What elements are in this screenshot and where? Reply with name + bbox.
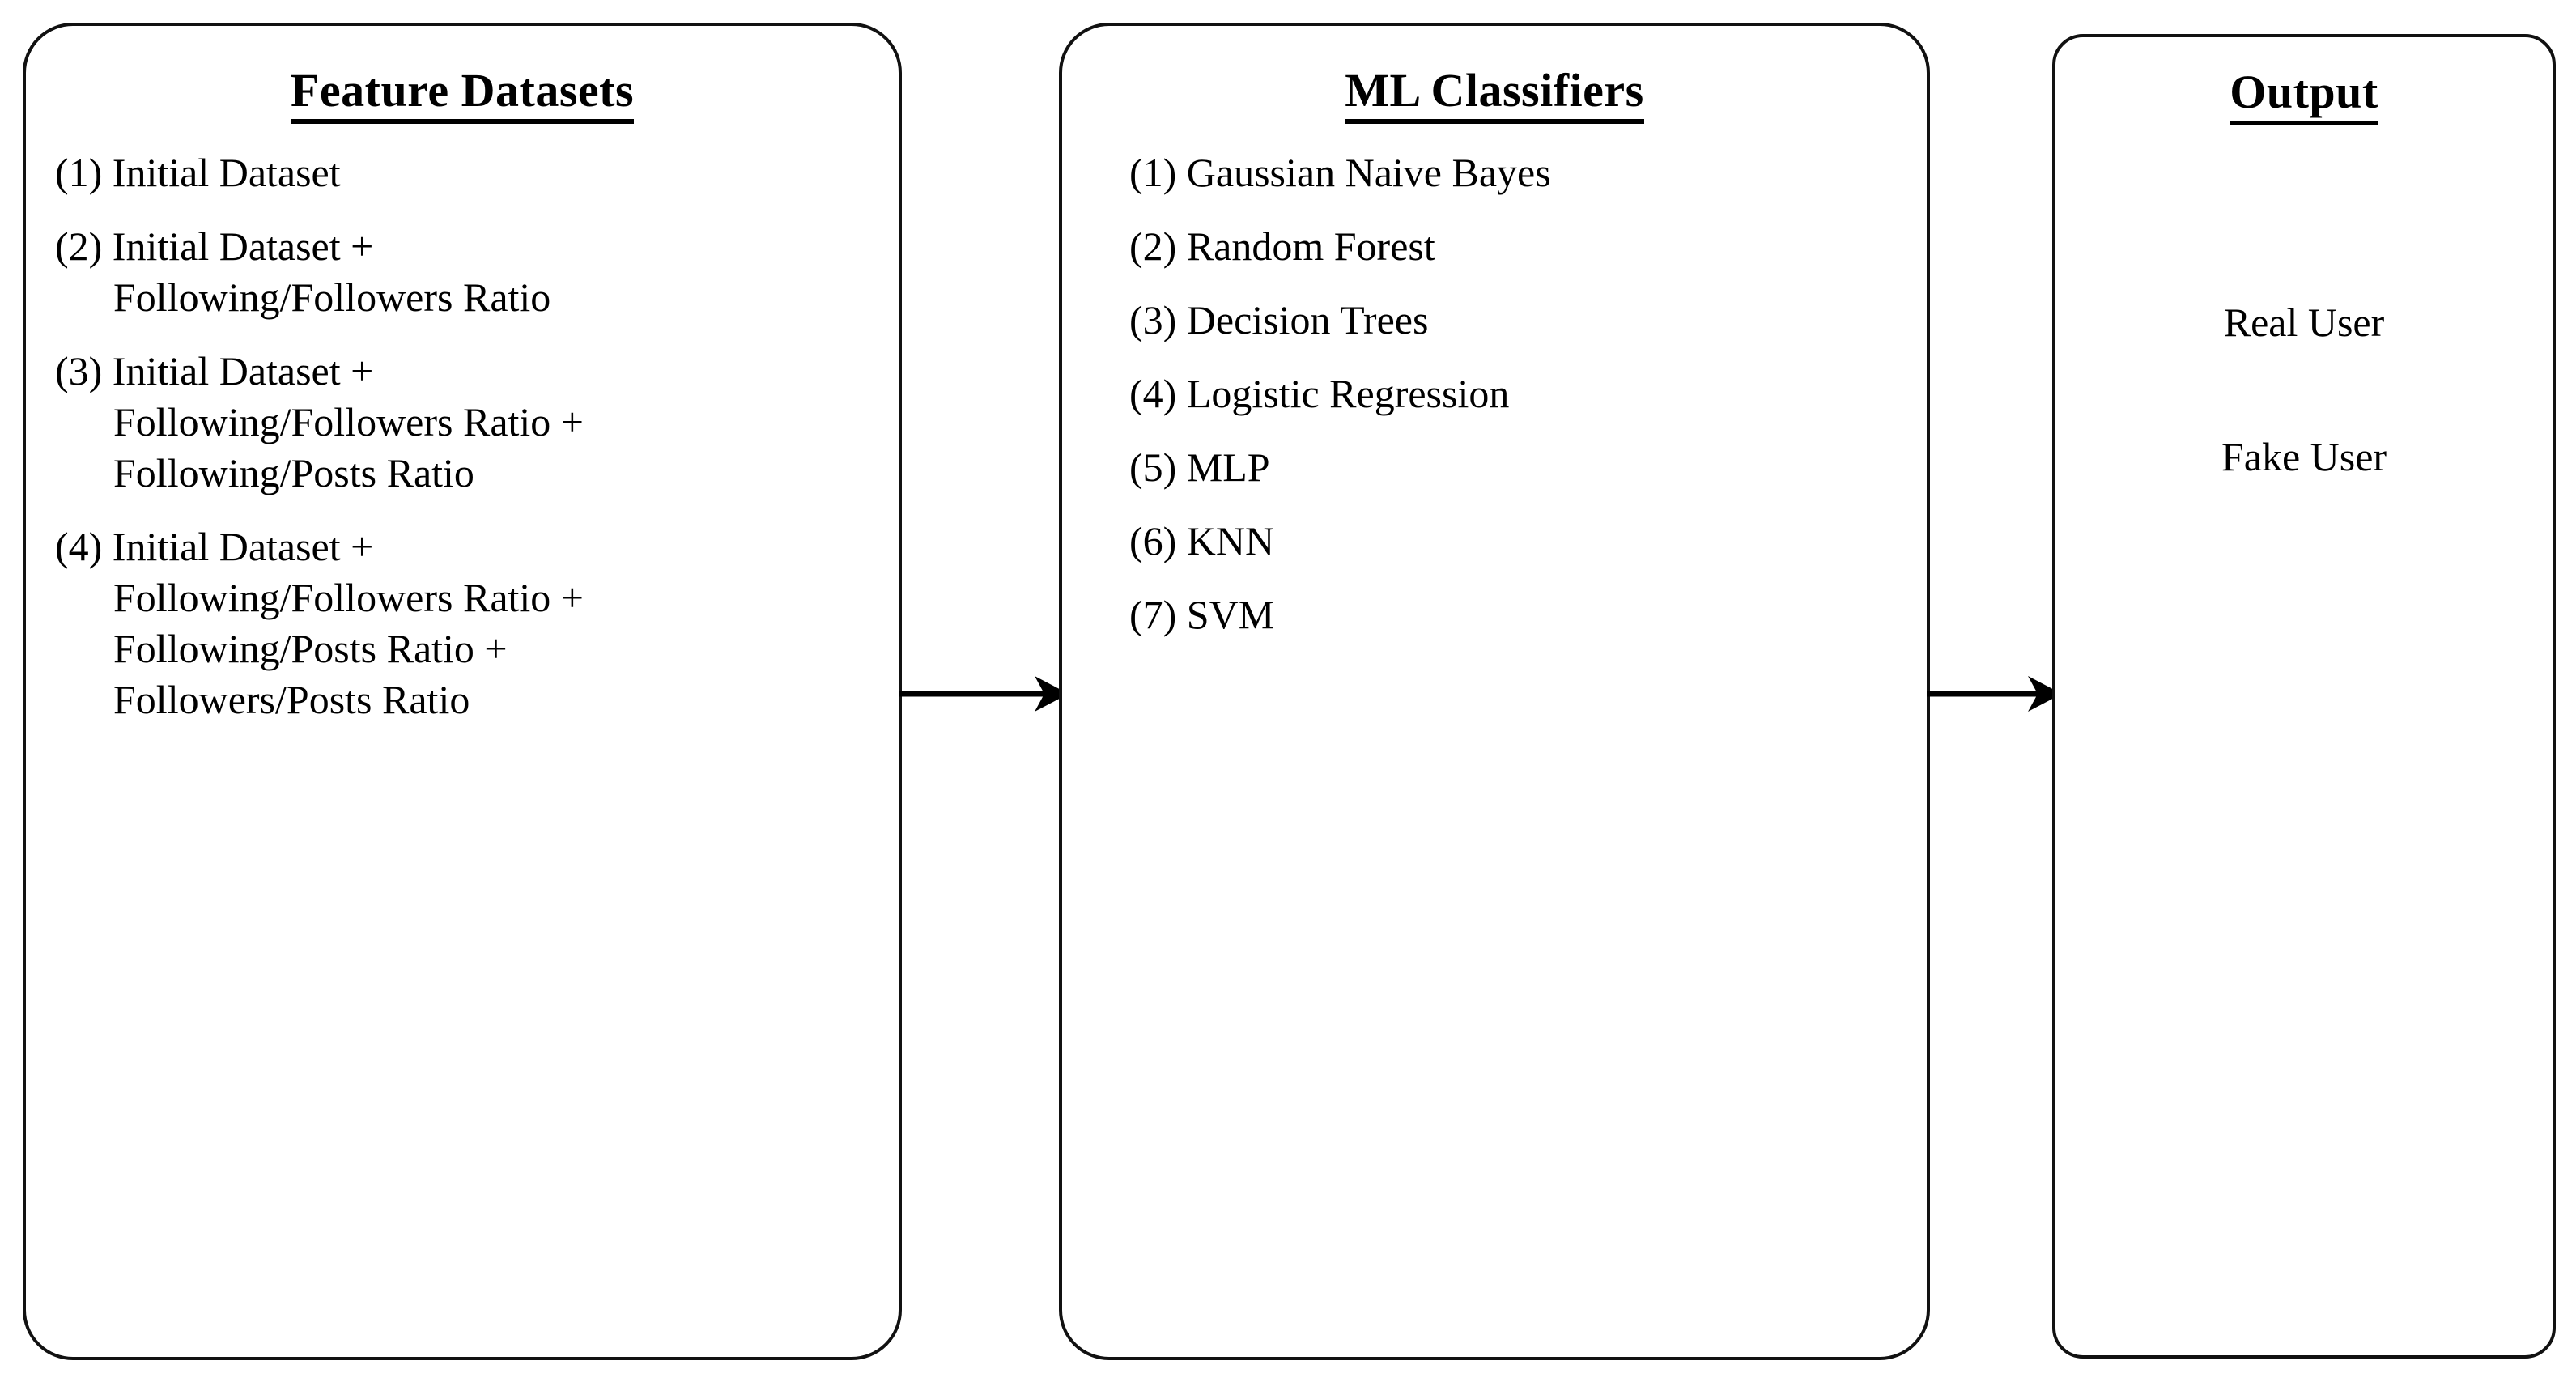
feature-datasets-title: Feature Datasets — [26, 66, 899, 124]
list-item: (4) Logistic Regression — [1129, 371, 1510, 416]
ml-classifiers-title: ML Classifiers — [1062, 66, 1927, 124]
output-box: Output Real User Fake User — [2052, 34, 2556, 1359]
list-item: (2) Random Forest — [1129, 223, 1435, 269]
output-label-real-user: Real User — [2223, 300, 2385, 345]
list-item: (1) Initial Dataset — [55, 150, 341, 195]
output-label-fake-user: Fake User — [2221, 434, 2387, 479]
list-item: (5) MLP — [1129, 444, 1270, 490]
arrow-classifiers-to-output-icon — [1927, 670, 2062, 718]
list-item: (3) Initial Dataset + Following/Follower… — [55, 348, 584, 495]
output-title: Output — [2055, 67, 2553, 125]
list-item: (4) Initial Dataset + Following/Follower… — [55, 524, 584, 722]
feature-datasets-title-text: Feature Datasets — [290, 66, 635, 124]
list-item: (3) Decision Trees — [1129, 297, 1429, 342]
feature-datasets-list: (1) Initial Dataset (2) Initial Dataset … — [55, 147, 873, 748]
output-title-text: Output — [2230, 67, 2378, 125]
list-item: (1) Gaussian Naive Bayes — [1129, 150, 1551, 195]
ml-classifiers-list: (1) Gaussian Naive Bayes (2) Random Fore… — [1129, 147, 1890, 663]
ml-classifiers-title-text: ML Classifiers — [1345, 66, 1644, 124]
feature-datasets-box: Feature Datasets (1) Initial Dataset (2)… — [23, 23, 902, 1360]
list-item: (7) SVM — [1129, 592, 1275, 637]
list-item: (6) KNN — [1129, 518, 1275, 563]
list-item: (2) Initial Dataset + Following/Follower… — [55, 223, 551, 320]
arrow-datasets-to-classifiers-icon — [899, 670, 1069, 718]
ml-classifiers-box: ML Classifiers (1) Gaussian Naive Bayes … — [1059, 23, 1930, 1360]
